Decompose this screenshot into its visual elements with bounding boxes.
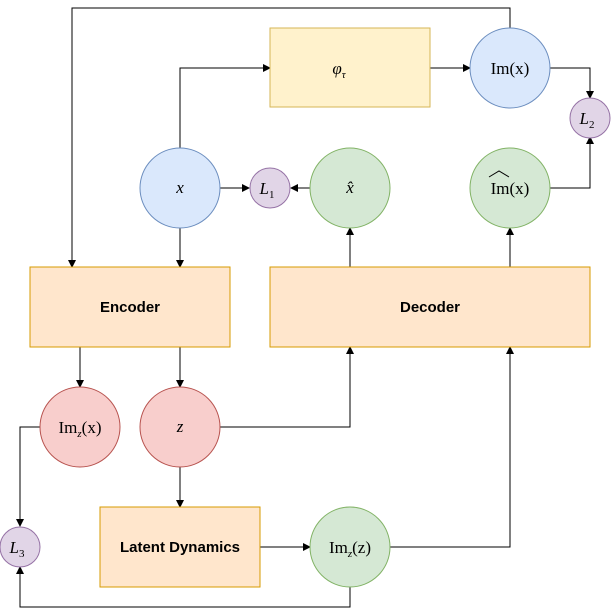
svg-text:L3: L3 bbox=[9, 538, 25, 560]
decoder-box: Decoder bbox=[269, 266, 591, 348]
im-z-z-node: Imz(z) bbox=[309, 506, 391, 588]
decoder-label: Decoder bbox=[400, 299, 460, 316]
l3-node: L3 bbox=[0, 526, 41, 568]
edge-imx-to-encoder bbox=[68, 7, 511, 268]
im-z-z-arg: (z) bbox=[352, 538, 371, 557]
l1-symbol: L bbox=[259, 179, 269, 198]
svg-text:φτ: φτ bbox=[332, 59, 346, 81]
edge-imzz-to-decoder bbox=[390, 346, 514, 548]
l2-symbol: L bbox=[579, 109, 589, 128]
l2-node: L2 bbox=[569, 97, 611, 139]
encoder-label: Encoder bbox=[100, 299, 160, 316]
l3-subscript: 3 bbox=[19, 548, 25, 560]
edge-x-to-phi bbox=[179, 64, 271, 148]
im-x-label: Im(x) bbox=[491, 59, 530, 78]
x-hat-label: x̂ bbox=[345, 178, 354, 197]
im-z-x-node: Imz(x) bbox=[39, 386, 121, 468]
phi-symbol: φ bbox=[332, 59, 341, 78]
latent-dynamics-label: Latent Dynamics bbox=[120, 539, 240, 556]
im-z-x-text: Im bbox=[59, 418, 78, 437]
im-z-x-subscript: z bbox=[76, 428, 82, 440]
im-z-z-subscript: z bbox=[347, 548, 353, 560]
im-z-z-text: Im bbox=[329, 538, 348, 557]
svg-text:L2: L2 bbox=[579, 109, 595, 131]
svg-text:L1: L1 bbox=[259, 179, 275, 201]
l2-subscript: 2 bbox=[589, 119, 595, 131]
l3-symbol: L bbox=[9, 538, 19, 557]
svg-text:Imz(z): Imz(z) bbox=[329, 538, 371, 560]
im-hat-label: Im(x) bbox=[491, 179, 530, 198]
edge-imx-to-l2 bbox=[550, 67, 594, 99]
encoder-box: Encoder bbox=[29, 266, 231, 348]
svg-text:Imz(x): Imz(x) bbox=[59, 418, 102, 440]
im-x-node: Im(x) bbox=[469, 27, 551, 109]
im-hat-node: Im(x) bbox=[469, 147, 551, 229]
l1-node: L1 bbox=[249, 167, 291, 209]
x-node: x bbox=[139, 147, 221, 229]
z-label: z bbox=[176, 417, 184, 436]
edge-imzz-to-l3 bbox=[16, 566, 351, 608]
x-hat-node: x̂ bbox=[309, 147, 391, 229]
edge-z-to-decoder bbox=[220, 346, 354, 428]
z-node: z bbox=[139, 386, 221, 468]
edge-imzx-to-l3 bbox=[16, 426, 40, 527]
edge-imhat-to-l2 bbox=[550, 136, 594, 189]
l1-subscript: 1 bbox=[269, 189, 275, 201]
phi-tau-box: φτ bbox=[269, 27, 431, 108]
im-z-x-arg: (x) bbox=[82, 418, 102, 437]
phi-subscript: τ bbox=[342, 69, 347, 81]
wide-hat-accent bbox=[488, 170, 510, 178]
x-label: x bbox=[175, 178, 184, 197]
latent-dynamics-box: Latent Dynamics bbox=[99, 506, 261, 588]
